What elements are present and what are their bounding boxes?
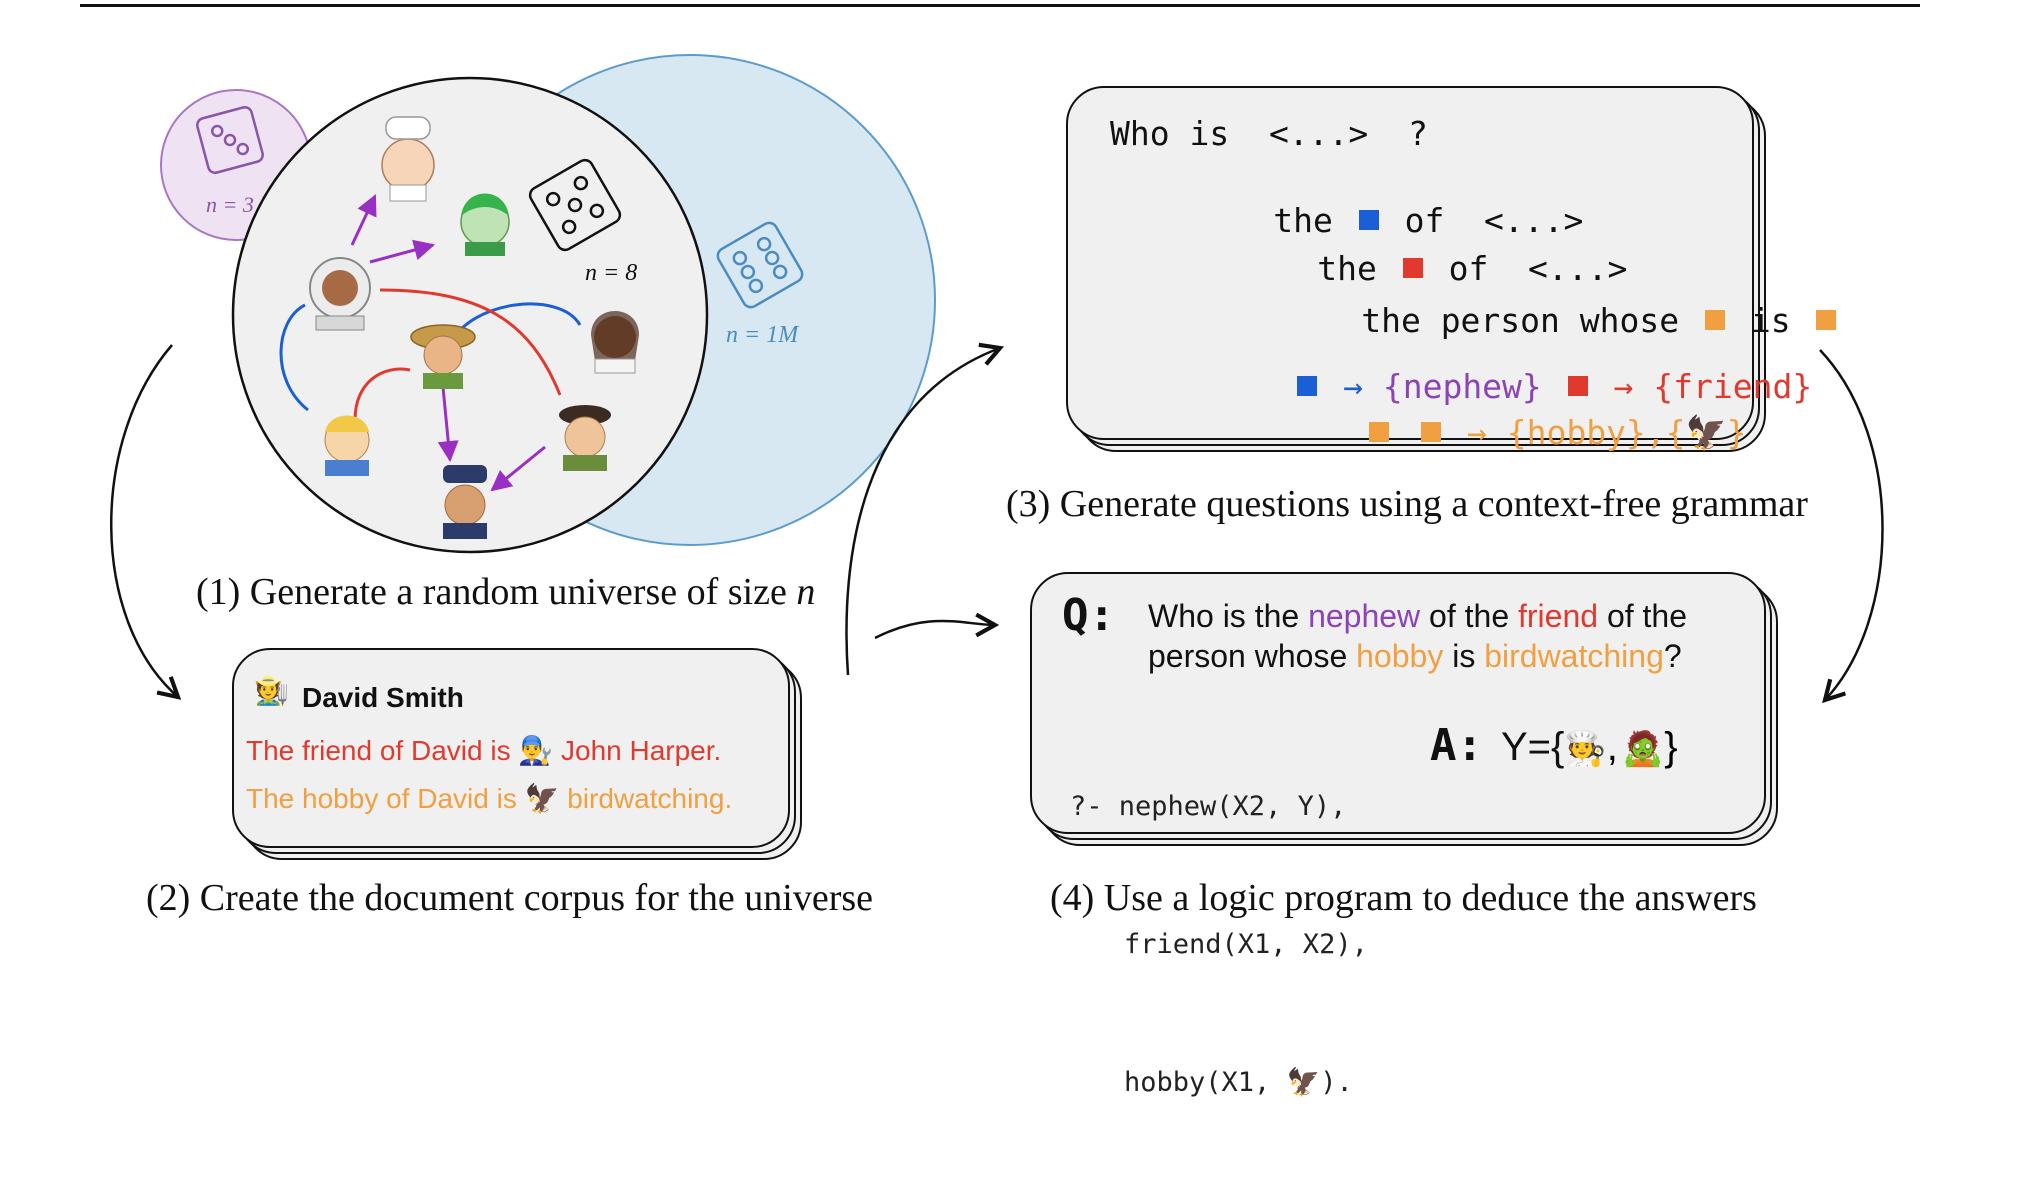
top-rule	[80, 4, 1920, 7]
flow-arrow-2-to-4	[874, 621, 995, 640]
eagle-emoji: 🦅	[524, 782, 560, 815]
die-large-icon	[716, 221, 804, 309]
relation-red-slot	[1402, 257, 1423, 278]
police-officer-emoji	[443, 465, 487, 539]
grammar-line-1: Who is <...> ?	[1110, 114, 1428, 153]
edge-purple-2	[369, 239, 436, 264]
prolog-program: ?- nephew(X2, Y), friend(X1, X2), hobby(…	[1070, 692, 1368, 1198]
a-label: A:	[1430, 720, 1483, 771]
chef-emoji	[381, 116, 435, 202]
flow-arrow-3-to-4	[1819, 349, 1884, 700]
relation-blue-slot	[1358, 209, 1379, 230]
flow-arrow-2-to-3	[845, 348, 1000, 676]
answer: A: Y={🧑‍🍳, 🧟}	[1430, 720, 1678, 771]
zombie-emoji: 🧟	[1621, 729, 1665, 769]
die-small-label: n = 3	[206, 192, 254, 217]
diagram: n = 3 n = 8 n = 1M (1) Generate a random…	[80, 4, 1920, 1098]
edge-red-1	[353, 367, 411, 421]
die-mid-label: n = 8	[585, 260, 638, 286]
edge-blue-1	[279, 303, 309, 412]
grammar-rules-2: → {hobby},{🦅}	[1244, 374, 1747, 492]
eagle-emoji: 🦅	[1685, 413, 1727, 452]
attr-slot	[1704, 309, 1725, 330]
health-worker-emoji	[591, 311, 639, 374]
doc-friend-line: The friend of David is 👨‍🔧 John Harper.	[246, 734, 722, 767]
edge-purple-3	[437, 386, 459, 463]
q-label: Q:	[1062, 590, 1115, 641]
edge-red-2	[379, 288, 562, 396]
value-slot	[1816, 309, 1837, 330]
universe-diagram	[110, 54, 1884, 964]
farmer-emoji: 🧑‍🌾	[254, 674, 289, 707]
chef-emoji: 🧑‍🍳	[1564, 729, 1607, 769]
flow-arrow-1-to-2	[110, 344, 178, 697]
eagle-emoji: 🦅	[1286, 1067, 1321, 1098]
artist-emoji	[559, 405, 611, 471]
die-mid-icon	[528, 158, 622, 252]
edge-purple-4	[490, 445, 546, 492]
farmer-emoji	[410, 324, 476, 389]
mechanic-emoji	[324, 415, 370, 476]
doc-hobby-line: The hobby of David is 🦅 birdwatching.	[246, 782, 733, 815]
doc-card: 🧑‍🌾 David Smith The friend of David is 👨…	[232, 648, 790, 848]
logic-card: Q: Who is the nephew of the friend of th…	[1030, 572, 1766, 1098]
astronaut-emoji	[309, 257, 371, 331]
grammar-card: Who is <...> ? the of <...> the of <...>…	[1066, 86, 1837, 452]
step4-caption: (4) Use a logic program to deduce the an…	[1050, 877, 1757, 919]
grammar-line-2: the of <...>	[1273, 201, 1584, 240]
die-large-label: n = 1M	[726, 322, 799, 348]
step2-caption: (2) Create the document corpus for the u…	[146, 877, 874, 919]
step1-caption: (1) Generate a random universe of size n	[196, 571, 816, 613]
zombie-emoji	[460, 193, 510, 256]
edge-purple-1	[350, 194, 377, 246]
mechanic-emoji: 👨‍🔧	[518, 734, 554, 767]
doc-name: David Smith	[302, 682, 464, 713]
prolog-line-2: friend(X1, X2),	[1124, 929, 1368, 960]
die-small-icon	[196, 106, 264, 174]
grammar-rules-1: → {nephew} → {friend}	[1172, 328, 1812, 445]
grammar-line-4: the person whose is	[1242, 262, 1842, 379]
prolog-line-1: ?- nephew(X2, Y),	[1070, 791, 1347, 822]
grammar-line-3: the of <...>	[1317, 249, 1628, 288]
step3-caption: (3) Generate questions using a context-f…	[1006, 483, 1808, 525]
prolog-line-3: hobby(X1, 🦅).	[1124, 1067, 1353, 1098]
question-text: Who is the nephew of the friend of the p…	[1148, 598, 1687, 674]
